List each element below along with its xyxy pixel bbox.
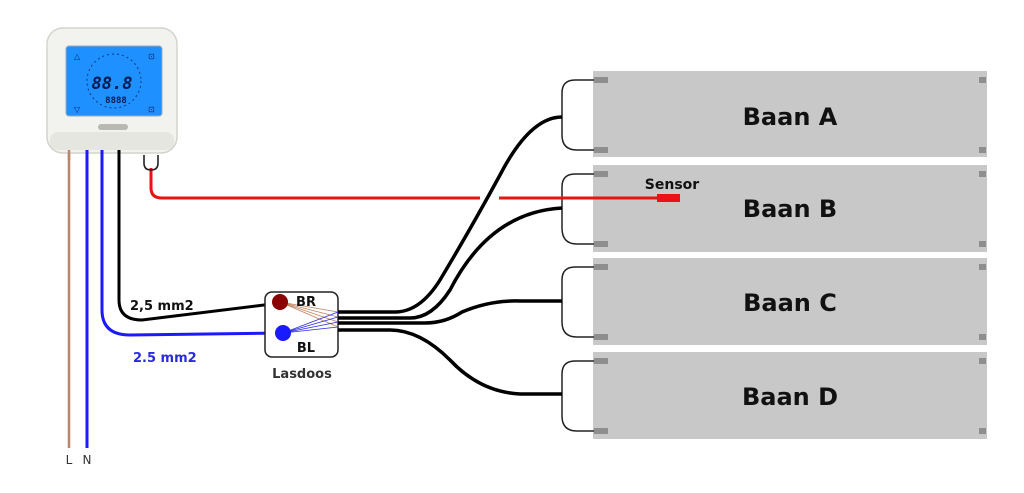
heating-panel-c: Baan C	[593, 258, 987, 345]
heating-panel-d: Baan D	[593, 352, 987, 439]
panel-a-terminal-top	[594, 77, 608, 83]
blue-cable-label: 2.5 mm2	[133, 351, 197, 366]
terminal-bl-label: BL	[297, 341, 315, 356]
panel-c-label: Baan C	[743, 289, 837, 317]
up-arrow-icon[interactable]: △	[74, 52, 81, 61]
junction-box-label: Lasdoos	[272, 367, 332, 382]
panel-feeders	[338, 115, 563, 396]
thermostat-slot	[98, 124, 128, 130]
display-time: 8888	[105, 96, 127, 106]
black-cable-label: 2,5 mm2	[130, 299, 194, 314]
panel-d-label: Baan D	[742, 383, 838, 411]
blue-fanout	[282, 311, 339, 334]
supply-wires: L N	[66, 152, 92, 467]
thermostat-bottom-bezel	[50, 132, 174, 150]
display-temp: 88.8	[92, 74, 133, 94]
feeder-a	[338, 115, 563, 314]
black-cable	[117, 152, 281, 322]
feeder-b	[338, 206, 563, 320]
junction-box: BR BL Lasdoos	[264, 291, 339, 382]
thermostat-screen	[65, 45, 163, 117]
down-arrow-icon[interactable]: ▽	[74, 105, 81, 114]
panel-a-terminal-bottom	[594, 147, 608, 153]
panel-a-label: Baan A	[743, 103, 838, 131]
panel-leads	[561, 79, 594, 432]
feeder-c	[338, 299, 562, 325]
screen-dial	[86, 53, 142, 109]
live-label: L	[66, 453, 73, 467]
brown-terminal	[272, 294, 288, 310]
heating-panel-a: Baan A	[593, 71, 987, 157]
menu-icon[interactable]: ⊡	[148, 105, 155, 114]
terminal-br-label: BR	[296, 295, 316, 310]
thermostat-terminals	[67, 150, 121, 160]
thermostat[interactable]: 88.8 8888 △ ▽ ⊡ ⊡	[46, 27, 178, 154]
sensor-probe	[657, 194, 680, 202]
power-icon[interactable]: ⊡	[148, 52, 155, 61]
blue-terminal	[275, 325, 291, 341]
panel-b-label: Baan B	[743, 195, 837, 223]
sensor-label: Sensor	[645, 177, 699, 193]
blue-cable	[100, 152, 281, 337]
brown-fanout	[279, 301, 339, 328]
sensor-wire: Sensor	[143, 155, 699, 202]
feeder-d	[338, 328, 562, 396]
sensor-connector-icon	[143, 155, 159, 171]
heating-panel-b: Baan B	[593, 165, 987, 252]
neutral-label: N	[83, 453, 92, 467]
